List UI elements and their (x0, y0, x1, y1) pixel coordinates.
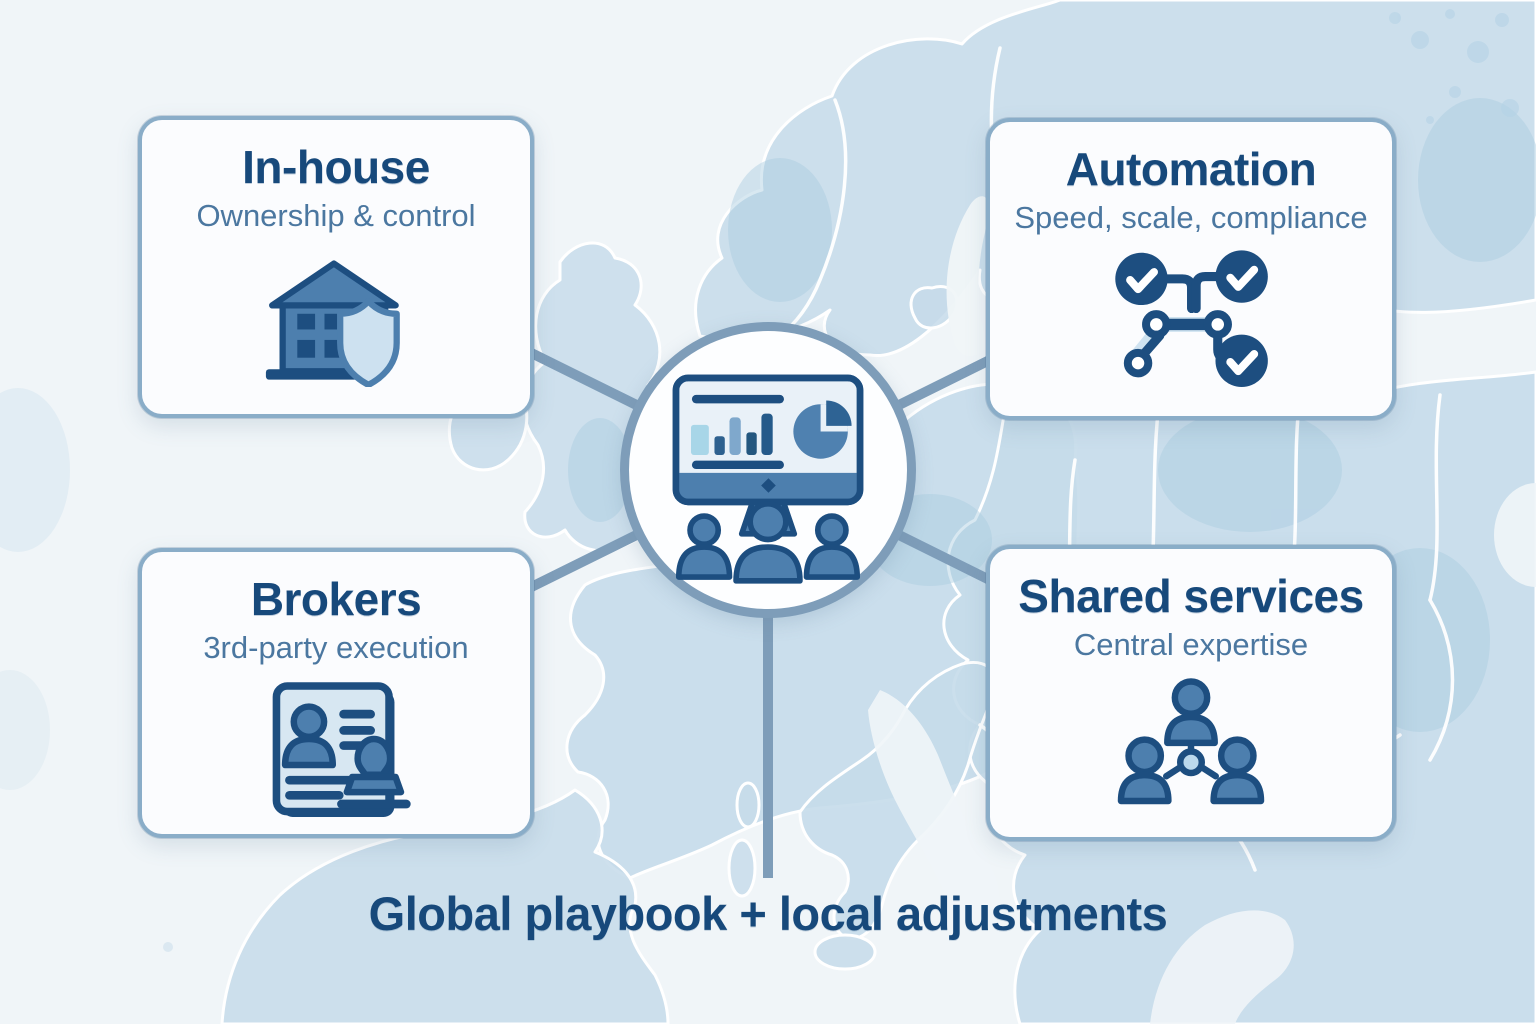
footer-caption: Global playbook + local adjustments (368, 887, 1168, 940)
central-hub (620, 322, 916, 618)
dashboard-presentation-icon (672, 374, 864, 584)
card-brokers: Brokers 3rd-party execution (138, 548, 534, 838)
card-subtitle: Central expertise (1073, 626, 1309, 662)
card-title: Brokers (250, 573, 422, 625)
contract-stamp-icon (253, 665, 419, 834)
watercolor-speckles (1389, 9, 1519, 124)
card-title: Shared services (1018, 570, 1364, 622)
card-shared-services: Shared services Central expertise (986, 545, 1396, 841)
card-subtitle: 3rd-party execution (203, 629, 469, 665)
sea-inlets (868, 196, 1536, 1024)
team-hierarchy-icon (1110, 662, 1272, 837)
card-automation: Automation Speed, scale, compliance (986, 118, 1396, 420)
card-subtitle: Ownership & control (196, 197, 476, 233)
workflow-checkmarks-icon (1100, 235, 1282, 416)
house-shield-icon (251, 233, 421, 414)
card-title: In-house (242, 141, 430, 193)
card-title: Automation (1065, 143, 1317, 195)
card-in-house: In-house Ownership & control (138, 116, 534, 418)
card-subtitle: Speed, scale, compliance (1014, 199, 1368, 235)
